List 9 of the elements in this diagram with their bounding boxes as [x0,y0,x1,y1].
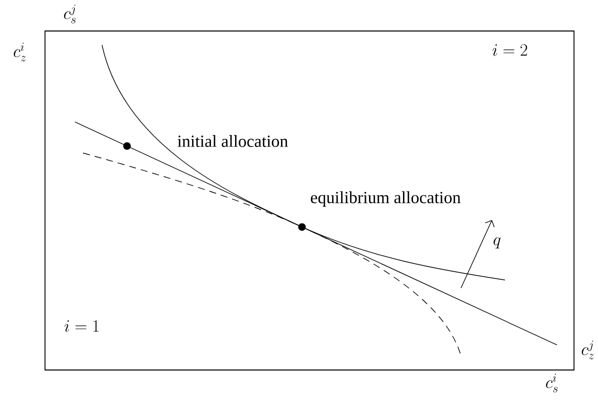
axis-label: $c_s^j$ [64,4,76,24]
axis-label: $c_z^i$ [14,42,26,62]
region-label: $i = 2$ [492,44,528,56]
vector-label: $q$ [494,237,501,248]
axis-label: $c_z^j$ [582,340,594,360]
point-label: equilibrium allocation [310,191,461,207]
region-label: $i = 1$ [64,320,99,332]
point-label: initial allocation [178,135,288,147]
axis-label: $c_s^i$ [546,374,558,392]
